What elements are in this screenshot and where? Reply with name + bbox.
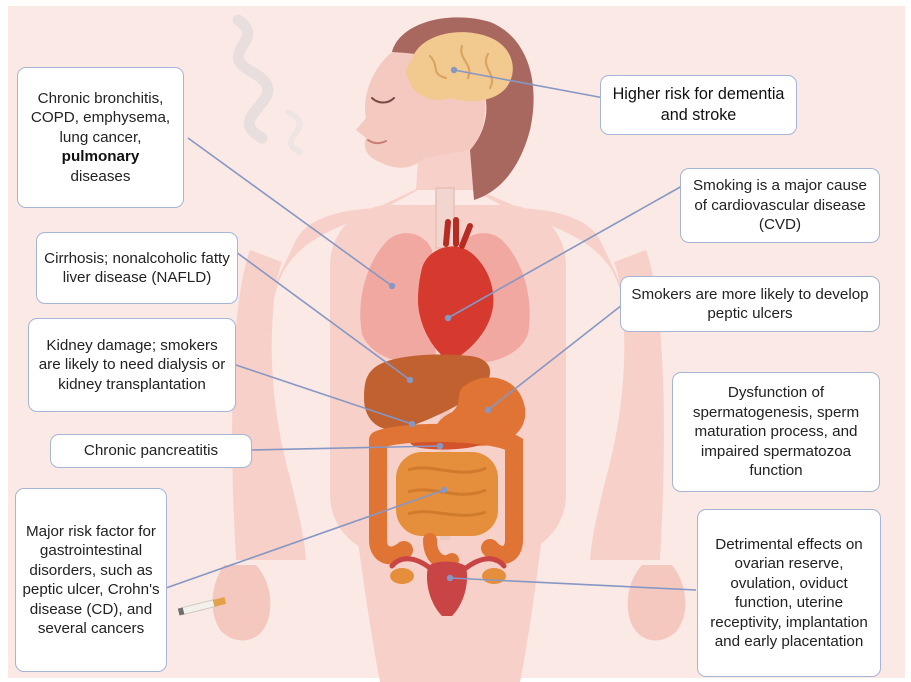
callout-pulmonary-text: Chronic bronchitis, COPD, emphysema, lun…: [24, 89, 177, 148]
callout-gi-text: Major risk factor for gastrointestinal d…: [22, 522, 160, 639]
callout-kidney-damage: Kidney damage; smokers are likely to nee…: [28, 318, 236, 412]
callout-pancreatitis-text: Chronic pancreatitis: [84, 441, 218, 461]
callout-pancreatitis: Chronic pancreatitis: [50, 434, 252, 468]
callout-cvd-text: Smoking is a major cause of cardiovascul…: [687, 176, 873, 235]
callout-peptic-ulcers: Smokers are more likely to develop pepti…: [620, 276, 880, 332]
smoke-wisp: [288, 112, 300, 152]
callout-gastrointestinal: Major risk factor for gastrointestinal d…: [15, 488, 167, 672]
callout-ovarian-effects: Detrimental effects on ovarian reserve, …: [697, 509, 881, 677]
callout-liver-text: Cirrhosis; nonalcoholic fatty liver dise…: [43, 249, 231, 288]
callout-pulmonary-bold: pulmonary: [24, 147, 177, 167]
callout-dementia-text: Higher risk for dementia and stroke: [607, 84, 790, 126]
callout-pulmonary-diseases: Chronic bronchitis, COPD, emphysema, lun…: [17, 67, 184, 208]
smoke-plume: [238, 20, 268, 138]
callout-liver-disease: Cirrhosis; nonalcoholic fatty liver dise…: [36, 232, 238, 304]
callout-spermatogenesis: Dysfunction of spermatogenesis, sperm ma…: [672, 372, 880, 492]
callout-cardiovascular: Smoking is a major cause of cardiovascul…: [680, 168, 880, 243]
callout-ovarian-text: Detrimental effects on ovarian reserve, …: [704, 535, 874, 652]
callout-dementia-stroke: Higher risk for dementia and stroke: [600, 75, 797, 135]
callout-sperm-text: Dysfunction of spermatogenesis, sperm ma…: [679, 383, 873, 481]
callout-pulmonary-tail: diseases: [24, 167, 177, 187]
callout-ulcers-text: Smokers are more likely to develop pepti…: [627, 285, 873, 324]
callout-kidney-text: Kidney damage; smokers are likely to nee…: [35, 336, 229, 395]
